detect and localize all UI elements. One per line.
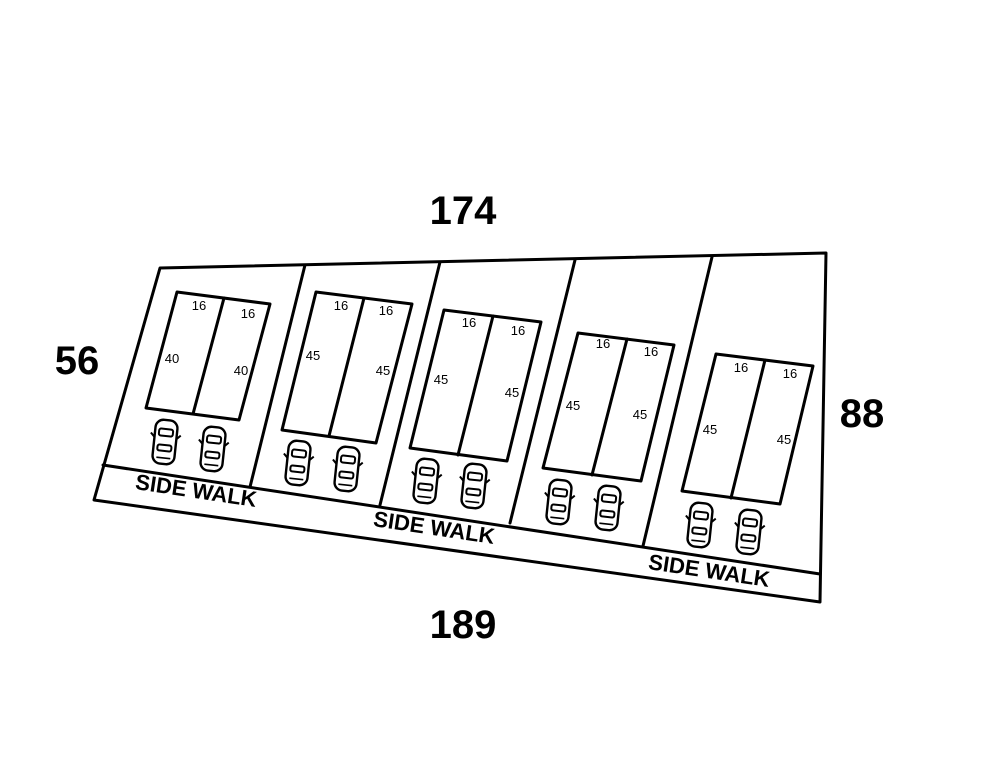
dimension-right-label: 88 (840, 392, 885, 436)
unit-depth-label: 40 (234, 363, 248, 378)
unit-width-label: 16 (511, 323, 525, 338)
car-icon (328, 444, 366, 494)
car-icon (681, 500, 719, 550)
unit-divider (590, 337, 629, 477)
unit-width-label: 16 (462, 315, 476, 330)
building-outline (280, 290, 414, 445)
unit-depth-label: 45 (306, 348, 320, 363)
sidewalk-border (101, 463, 822, 576)
lot-3: 16 16 45 45 (407, 308, 543, 511)
building-outline (144, 290, 272, 422)
unit-depth-label: 40 (165, 351, 179, 366)
unit-divider (456, 314, 495, 457)
unit-width-label: 16 (734, 360, 748, 375)
unit-divider (327, 296, 366, 438)
car-icon (407, 456, 445, 506)
lot-divider (508, 258, 577, 525)
unit-width-label: 16 (379, 303, 393, 318)
car-icon (540, 477, 578, 527)
unit-width-label: 16 (192, 298, 206, 313)
unit-depth-label: 45 (566, 398, 580, 413)
unit-depth-label: 45 (434, 372, 448, 387)
car-icon (279, 438, 317, 488)
building-outline (408, 308, 543, 463)
lot-divider (248, 263, 307, 489)
dimension-left-label: 56 (55, 339, 100, 383)
unit-width-label: 16 (644, 344, 658, 359)
unit-depth-label: 45 (703, 422, 717, 437)
car-icon (146, 417, 184, 467)
sidewalk-label: SIDE WALK (134, 469, 259, 512)
unit-width-label: 16 (334, 298, 348, 313)
car-icon (455, 461, 493, 511)
building-outline (541, 331, 676, 483)
lot-1: 16 16 40 40 (144, 290, 272, 474)
dimension-bottom-label: 189 (430, 603, 497, 647)
unit-divider (191, 296, 226, 416)
lot-5: 16 16 45 45 (680, 352, 815, 557)
car-icon (730, 507, 768, 557)
lot-divider (378, 260, 442, 507)
unit-depth-label: 45 (376, 363, 390, 378)
dimension-top-label: 174 (430, 189, 497, 233)
lot-4: 16 16 45 45 (540, 331, 676, 533)
unit-divider (729, 358, 767, 500)
lot-divider (641, 255, 714, 548)
unit-depth-label: 45 (505, 385, 519, 400)
car-icon (194, 424, 232, 474)
unit-depth-label: 45 (633, 407, 647, 422)
car-icon (589, 483, 627, 533)
unit-width-label: 16 (783, 366, 797, 381)
unit-depth-label: 45 (777, 432, 791, 447)
parcel-outline (92, 251, 828, 604)
unit-width-label: 16 (596, 336, 610, 351)
lot-2: 16 16 45 45 (279, 290, 414, 494)
unit-width-label: 16 (241, 306, 255, 321)
building-outline (680, 352, 815, 506)
